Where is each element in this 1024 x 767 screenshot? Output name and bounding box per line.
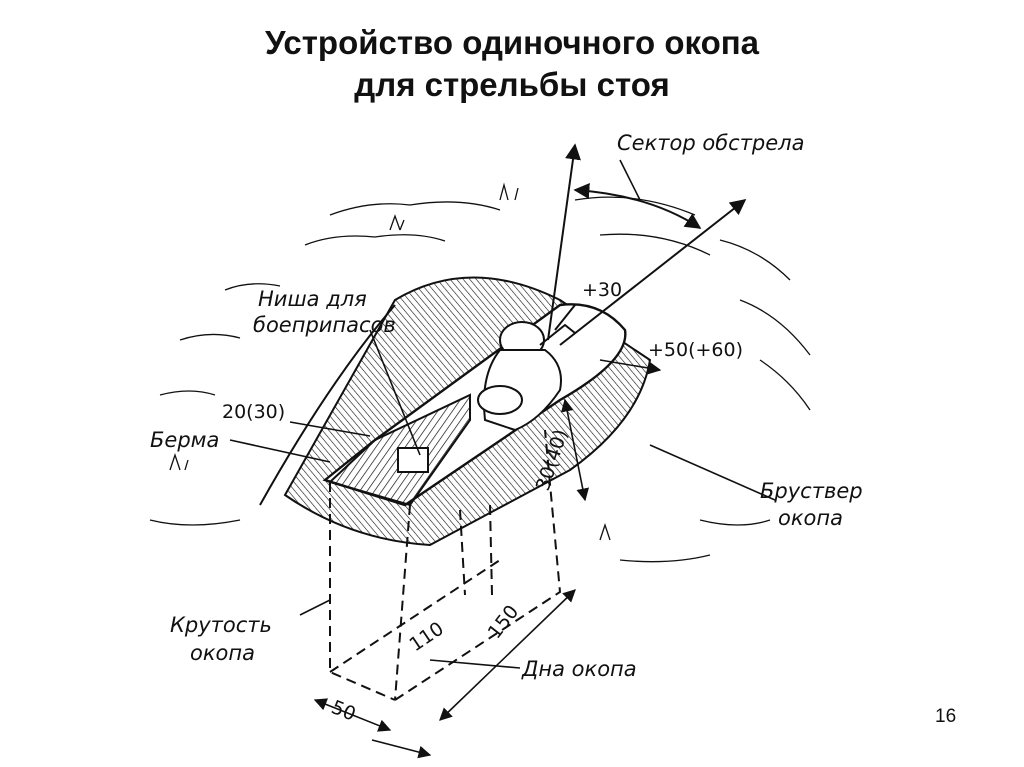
dim-110: 110: [405, 618, 447, 657]
ammo-niche: [397, 447, 429, 473]
label-niche-2: боеприпасов: [253, 313, 396, 337]
fire-arrow-left: [547, 143, 581, 341]
dim-ext-bottom: [371, 739, 432, 759]
page-number: 16: [935, 706, 957, 727]
dim-20: 20(30): [222, 401, 285, 423]
label-sector: Сектор обстрела: [617, 131, 804, 155]
dim-line-50: [599, 359, 662, 375]
dim-50: 50: [328, 696, 359, 725]
title-line-1: Устройство одиночного окопа: [264, 24, 760, 61]
label-parapet-2: окопа: [778, 506, 843, 530]
label-parapet-1: Бруствер: [760, 479, 863, 503]
soldier-figure: [477, 304, 576, 432]
dim-plus50: +50(+60): [648, 339, 743, 361]
sector-leader: [619, 159, 641, 201]
sector-arc: [573, 182, 702, 229]
label-niche-1: Ниша для: [258, 287, 367, 311]
slide-title: Устройство одиночного окопа для стрельбы…: [0, 22, 1024, 106]
berm-edge: [259, 304, 396, 506]
dim-line-30: [560, 398, 590, 502]
label-bottom: Дна окопа: [521, 657, 637, 681]
dim-plus30: +30: [582, 279, 622, 301]
label-slope-2: окопа: [190, 641, 255, 665]
dim-150: 150: [484, 601, 524, 643]
label-berm: Берма: [150, 428, 219, 452]
dim-line-150: [439, 589, 576, 721]
dim-line-50-bottom: [313, 698, 392, 732]
title-line-2: для стрельбы стоя: [354, 66, 670, 103]
leader-lines: [229, 329, 776, 669]
label-slope-1: Крутость: [170, 613, 272, 637]
fire-arrow-right: [559, 199, 747, 346]
